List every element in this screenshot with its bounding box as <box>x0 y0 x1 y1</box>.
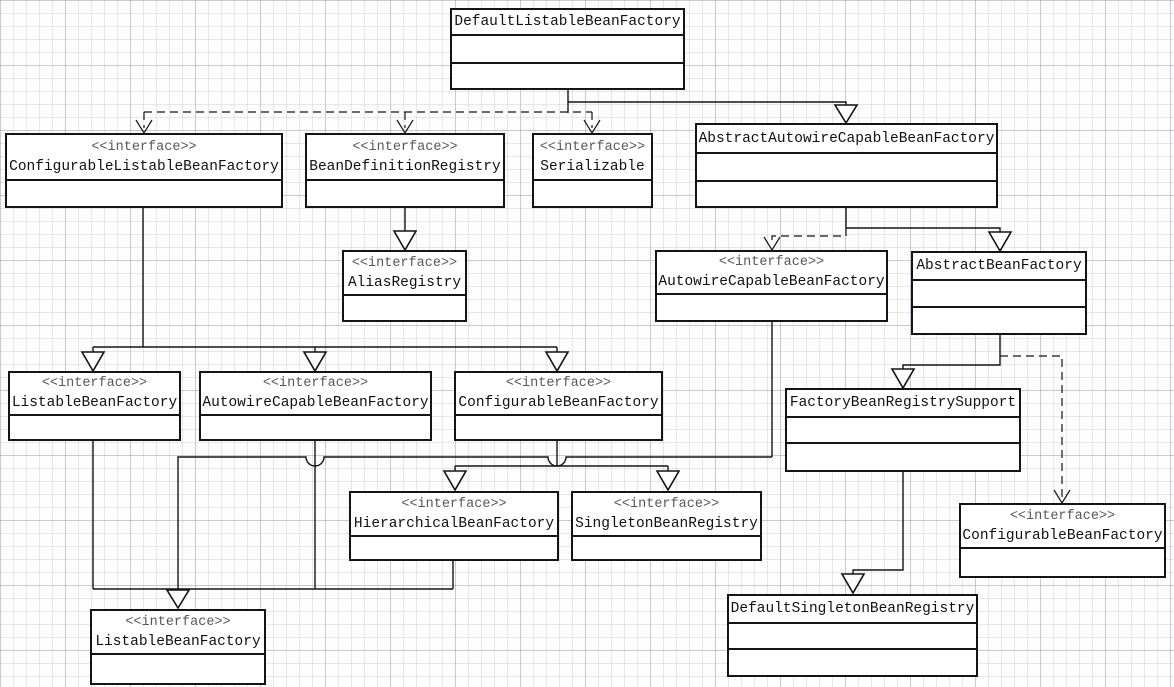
class-name: DefaultListableBeanFactory <box>454 14 681 30</box>
methods-compartment <box>913 308 1085 333</box>
stereotype-label: <<interface>> <box>613 496 720 512</box>
methods-compartment <box>787 444 1019 470</box>
members-compartment <box>351 537 557 559</box>
members-compartment <box>92 655 264 683</box>
methods-compartment <box>729 650 976 675</box>
uml-interface-configurable-bean-factory-2: <<interface>> ConfigurableBeanFactory <box>959 503 1166 578</box>
class-name: SingletonBeanRegistry <box>575 515 758 532</box>
class-name: ConfigurableBeanFactory <box>962 527 1163 544</box>
stereotype-label: <<interface>> <box>505 376 612 391</box>
fields-compartment <box>913 281 1085 308</box>
members-compartment <box>307 181 503 206</box>
members-compartment <box>456 416 661 439</box>
class-name: ConfigurableListableBeanFactory <box>9 158 279 175</box>
fields-compartment <box>452 36 683 64</box>
class-name: BeanDefinitionRegistry <box>309 158 501 175</box>
stereotype-label: <<interface>> <box>125 614 231 630</box>
uml-class-abstract-bean-factory: AbstractBeanFactory <box>911 251 1087 335</box>
uml-interface-bean-definition-registry: <<interface>> BeanDefinitionRegistry <box>305 133 505 208</box>
members-compartment <box>573 537 760 559</box>
class-name: HierarchicalBeanFactory <box>353 515 555 532</box>
stereotype-label: <<interface>> <box>41 376 148 391</box>
class-name: ListableBeanFactory <box>11 395 178 411</box>
uml-interface-autowire-capable-bean-factory-2: <<interface>> AutowireCapableBeanFactory <box>199 371 432 441</box>
fields-compartment <box>697 154 996 182</box>
class-name: AbstractAutowireCapableBeanFactory <box>698 130 995 147</box>
generalization-lines <box>92 90 1001 590</box>
members-compartment <box>201 416 430 439</box>
uml-interface-autowire-capable-bean-factory: <<interface>> AutowireCapableBeanFactory <box>655 250 888 322</box>
stereotype-label: <<interface>> <box>401 496 507 512</box>
members-compartment <box>961 549 1164 576</box>
class-name: AutowireCapableBeanFactory <box>202 395 429 411</box>
uml-interface-serializable: <<interface>> Serializable <box>532 133 653 208</box>
class-name: AutowireCapableBeanFactory <box>658 274 885 290</box>
members-compartment <box>534 181 651 206</box>
class-name: ConfigurableBeanFactory <box>458 395 659 411</box>
class-name: Serializable <box>540 158 645 175</box>
members-compartment <box>657 295 886 320</box>
members-compartment <box>7 181 281 206</box>
class-name: FactoryBeanRegistrySupport <box>789 395 1017 411</box>
class-name: DefaultSingletonBeanRegistry <box>730 601 975 617</box>
stereotype-label: <<interface>> <box>351 255 458 271</box>
uml-interface-hierarchical-bean-factory: <<interface>> HierarchicalBeanFactory <box>349 491 559 561</box>
stereotype-label: <<interface>> <box>718 255 825 270</box>
stereotype-label: <<interface>> <box>1009 508 1116 524</box>
uml-class-default-listable-bean-factory: DefaultListableBeanFactory <box>450 8 685 90</box>
class-name: AbstractBeanFactory <box>916 258 1082 274</box>
stereotype-label: <<interface>> <box>539 139 646 155</box>
class-name: AliasRegistry <box>347 274 462 291</box>
uml-class-factory-bean-registry-support: FactoryBeanRegistrySupport <box>785 388 1021 472</box>
stereotype-label: <<interface>> <box>262 376 369 391</box>
methods-compartment <box>452 64 683 88</box>
uml-interface-alias-registry: <<interface>> AliasRegistry <box>342 250 467 322</box>
stereotype-label: <<interface>> <box>352 139 458 155</box>
dependency-lines <box>143 111 1063 497</box>
uml-interface-configurable-bean-factory: <<interface>> ConfigurableBeanFactory <box>454 371 663 441</box>
hollow-triangle-arrowheads <box>80 104 1013 610</box>
fields-compartment <box>787 418 1019 444</box>
fields-compartment <box>729 624 976 650</box>
uml-interface-listable-bean-factory-2: <<interface>> ListableBeanFactory <box>90 609 266 685</box>
uml-class-abstract-autowire-capable-bean-factory: AbstractAutowireCapableBeanFactory <box>695 123 998 208</box>
uml-interface-listable-bean-factory: <<interface>> ListableBeanFactory <box>8 371 181 441</box>
uml-interface-configurable-listable-bean-factory: <<interface>> ConfigurableListableBeanFa… <box>5 133 283 208</box>
class-name: ListableBeanFactory <box>95 633 261 650</box>
methods-compartment <box>697 182 996 206</box>
uml-interface-singleton-bean-registry: <<interface>> SingletonBeanRegistry <box>571 491 762 561</box>
stereotype-label: <<interface>> <box>91 139 197 155</box>
uml-class-default-singleton-bean-registry: DefaultSingletonBeanRegistry <box>727 594 978 677</box>
members-compartment <box>344 296 465 320</box>
members-compartment <box>10 416 179 439</box>
